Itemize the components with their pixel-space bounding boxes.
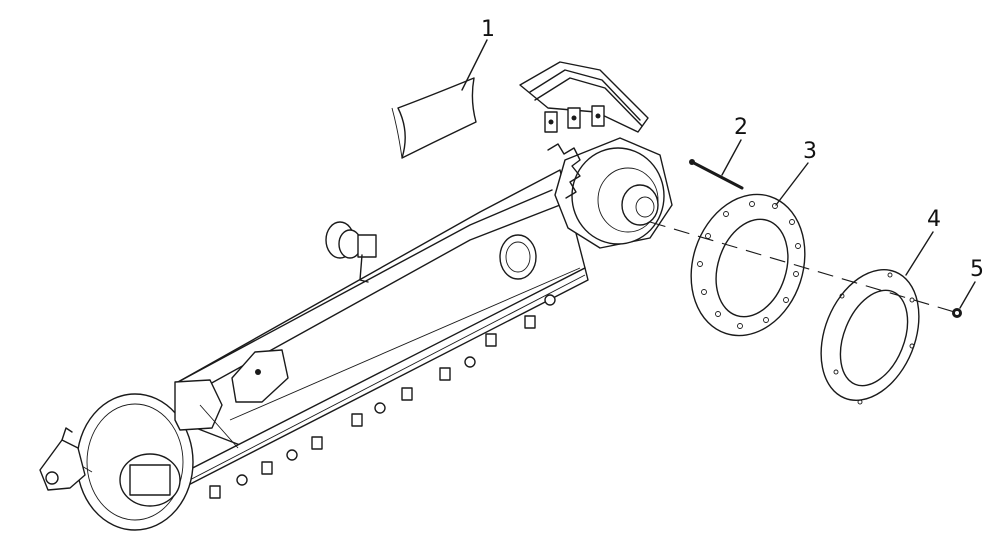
callout-1: 1 bbox=[481, 17, 495, 42]
callout-5: 5 bbox=[970, 257, 984, 282]
part-2-pin bbox=[689, 159, 744, 190]
part-1-pad bbox=[391, 77, 477, 159]
rear-idler-wheel bbox=[76, 393, 194, 531]
access-cover-plate bbox=[231, 349, 289, 403]
tensioner-cylinder bbox=[325, 221, 377, 283]
tow-bracket bbox=[39, 427, 86, 491]
digging-chain-links bbox=[519, 61, 649, 133]
idler-bearing-hub bbox=[499, 234, 537, 280]
chain-teeth bbox=[209, 294, 556, 499]
assembly-axis bbox=[649, 221, 959, 314]
part-3-flange-ring bbox=[690, 193, 806, 337]
flange-bolt-holes bbox=[697, 201, 801, 329]
leader-lines bbox=[461, 39, 976, 309]
callout-3: 3 bbox=[803, 139, 817, 164]
callout-4: 4 bbox=[927, 207, 941, 232]
drive-sprocket-head bbox=[519, 61, 673, 249]
part-5-nut bbox=[952, 308, 962, 318]
trencher-boom-assembly bbox=[39, 169, 589, 531]
part-4-spacer-ring bbox=[820, 269, 920, 405]
callout-2: 2 bbox=[734, 115, 748, 140]
